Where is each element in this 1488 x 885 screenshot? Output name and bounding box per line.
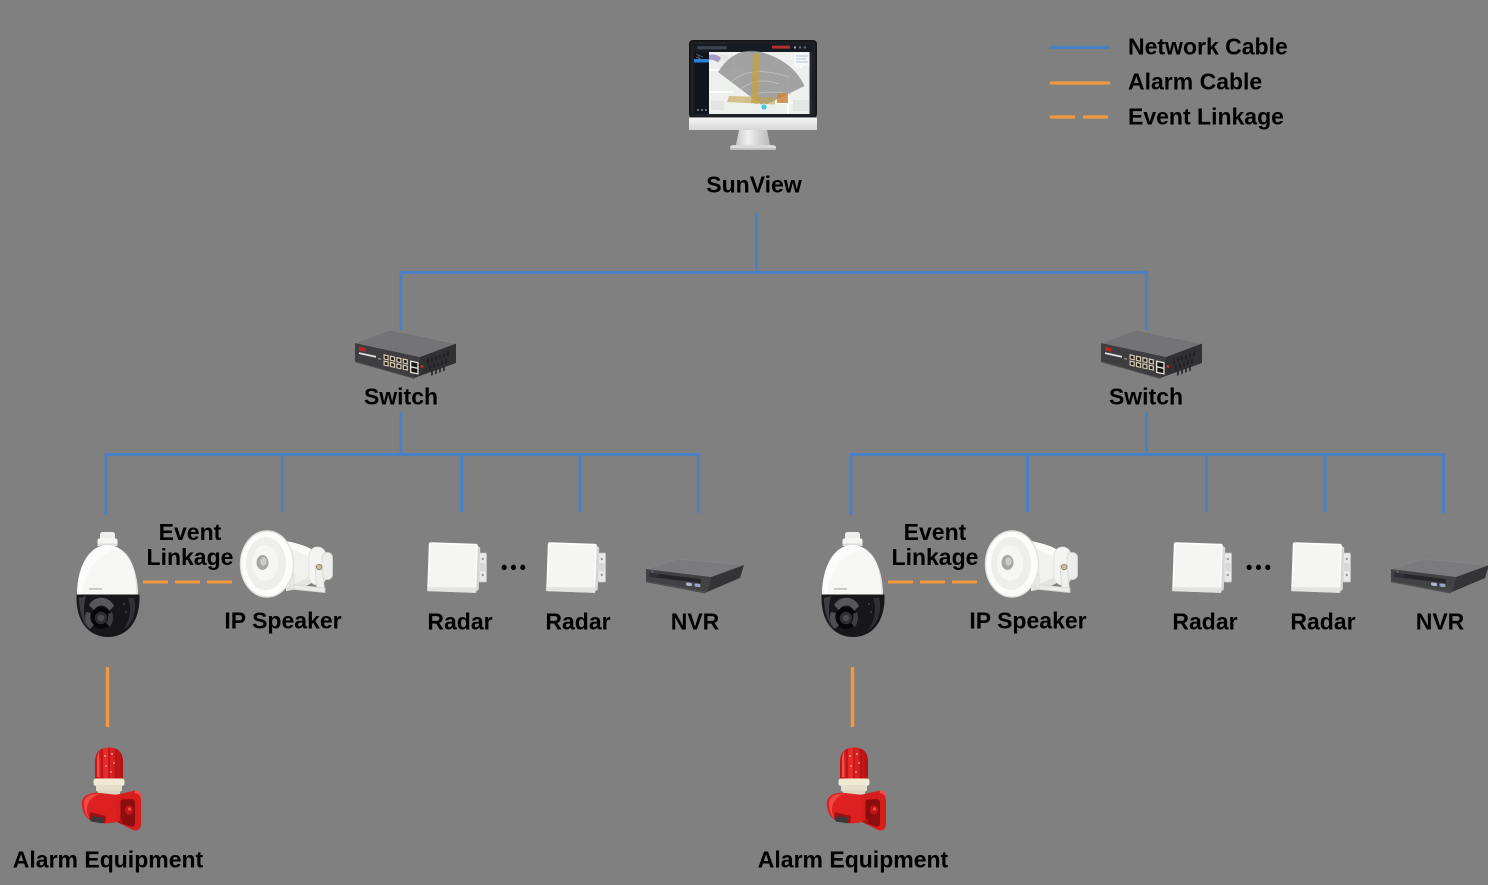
switch-left (354, 329, 457, 380)
radar-1-left-label: Radar (427, 608, 493, 635)
nvr-left (645, 558, 745, 594)
legend-swatches (1049, 45, 1110, 119)
legend-network-cable-label: Network Cable (1128, 33, 1288, 60)
cable-bus-left (104, 453, 700, 515)
switch-left-label: Switch (363, 383, 439, 410)
ip-speaker-right-label: IP Speaker (969, 607, 1087, 634)
switch-right (1100, 329, 1203, 380)
radar-2-left-label: Radar (545, 608, 611, 635)
legend-alarm-cable-label: Alarm Cable (1128, 68, 1263, 95)
radar-2-right (1290, 541, 1352, 594)
radar-1-right-label: Radar (1172, 608, 1238, 635)
nvr-right (1390, 558, 1488, 594)
nvr-left-label: NVR (670, 608, 720, 635)
radar-2-right-label: Radar (1290, 608, 1356, 635)
alarm-equipment-right (826, 747, 887, 831)
alarm-cable-lines (105, 580, 977, 727)
sunview-monitor (688, 39, 818, 151)
radar-ellipsis-right: ••• (1246, 557, 1274, 578)
network-cable-lines (104, 213, 1445, 515)
ptz-camera-right (821, 532, 885, 637)
radar-1-left (426, 541, 488, 594)
alarm-equipment-left (81, 747, 142, 831)
cable-bus-right (849, 453, 1445, 515)
ptz-camera-left (76, 532, 140, 637)
cable-server-bus (399, 271, 1148, 330)
radar-2-left (545, 541, 607, 594)
sunview-label: SunView (706, 171, 802, 198)
switch-right-label: Switch (1108, 383, 1184, 410)
ip-speaker-left-label: IP Speaker (224, 607, 342, 634)
nvr-right-label: NVR (1415, 608, 1465, 635)
event-linkage-left-label: Event Linkage (146, 519, 234, 570)
legend-event-linkage-label: Event Linkage (1128, 103, 1284, 130)
radar-1-right (1171, 541, 1233, 594)
event-linkage-right-label: Event Linkage (891, 519, 979, 570)
ip-speaker-right (984, 530, 1079, 598)
alarm-equipment-right-label: Alarm Equipment (757, 846, 949, 873)
ip-speaker-left (239, 530, 334, 598)
radar-ellipsis-left: ••• (501, 557, 529, 578)
alarm-equipment-left-label: Alarm Equipment (12, 846, 204, 873)
